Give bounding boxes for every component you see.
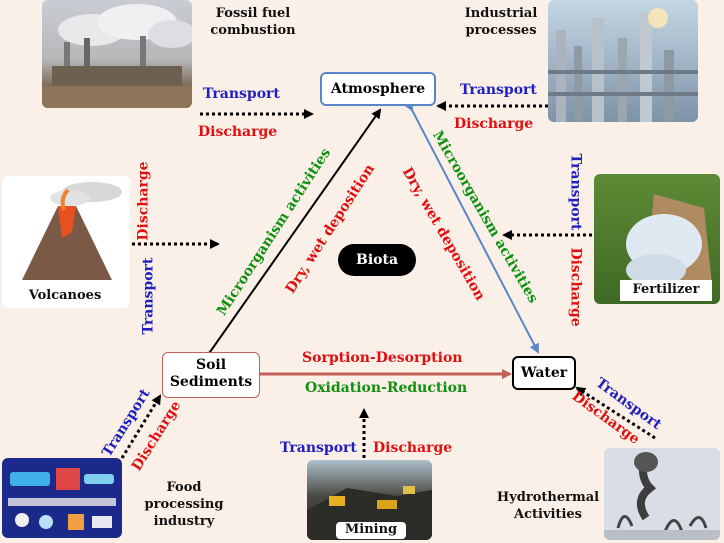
- hydro-line1: Hydrothermal: [496, 490, 600, 505]
- volcano-transport: Transport: [140, 257, 157, 335]
- volcano-discharge: Discharge: [135, 161, 152, 241]
- fertilizer-transport: Transport: [567, 153, 584, 231]
- mining-transport: Transport: [280, 440, 357, 456]
- fossil-fuel-label: Fossil fuel combustion: [208, 6, 298, 40]
- industrial-label: Industrial processes: [456, 6, 546, 40]
- atmosphere-node: Atmosphere: [320, 72, 436, 106]
- hydrothermal-label: Hydrothermal Activities: [494, 490, 602, 524]
- industrial-line2: processes: [465, 22, 537, 38]
- food-line3: industry: [153, 513, 215, 529]
- fossil-discharge: Discharge: [198, 124, 278, 140]
- soil-sediments-node: Soil Sediments: [162, 352, 260, 398]
- fertilizer-discharge: Discharge: [567, 247, 584, 327]
- dotted-arrow-food: [120, 394, 162, 459]
- industrial-image: [548, 0, 698, 122]
- fossil-transport: Transport: [203, 86, 280, 102]
- industrial-line1: Industrial: [464, 6, 538, 21]
- fossil-line1: Fossil fuel: [215, 6, 291, 21]
- arrow-soil-atmosphere: [201, 108, 382, 362]
- fertilizer-label: Fertilizer: [620, 280, 712, 301]
- volcano-image: [2, 176, 130, 308]
- arrow-atmosphere-water: [403, 100, 539, 354]
- hydro-line2: Activities: [514, 506, 582, 522]
- soil-label: Soil: [195, 357, 227, 373]
- sorption-desorption-label: Sorption-Desorption: [302, 350, 463, 366]
- water-node: Water: [512, 356, 576, 390]
- mining-label: Mining: [336, 522, 406, 539]
- hydrothermal-image: [604, 448, 720, 540]
- food-processing-label: Food processing industry: [140, 480, 228, 531]
- food-processing-image: [2, 458, 122, 538]
- food-line2: processing: [144, 496, 224, 512]
- sediments-label: Sediments: [169, 373, 253, 390]
- mining-discharge: Discharge: [373, 440, 453, 456]
- biota-node: Biota: [338, 244, 416, 276]
- industrial-transport: Transport: [460, 82, 537, 98]
- volcanoes-label: Volcanoes: [28, 288, 102, 303]
- food-line1: Food: [166, 480, 202, 495]
- industrial-discharge: Discharge: [454, 116, 534, 132]
- fossil-line2: combustion: [210, 22, 296, 38]
- fossil-fuel-image: [42, 0, 192, 108]
- oxidation-reduction-label: Oxidation-Reduction: [305, 380, 468, 396]
